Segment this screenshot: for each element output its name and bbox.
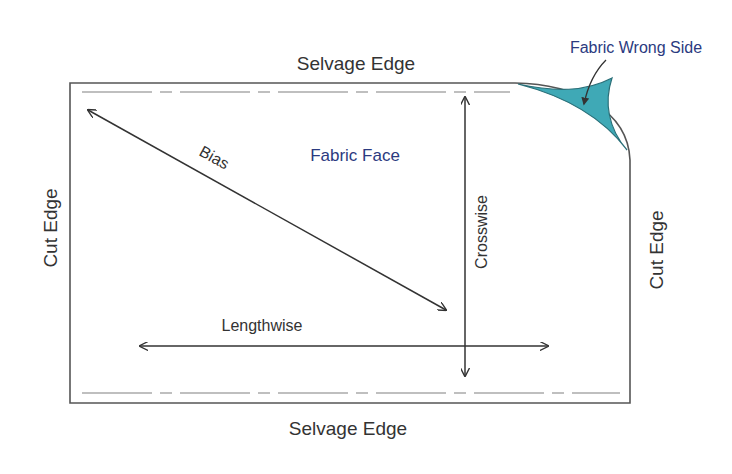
edge-label: Selvage Edge	[289, 419, 407, 438]
side-label: Fabric Wrong Side	[570, 40, 702, 56]
selvage-line	[82, 392, 620, 394]
edge-label: Selvage Edge	[297, 54, 415, 73]
lengthwise-arrow	[140, 345, 548, 347]
wrong-side-flap	[518, 78, 627, 150]
leader-line	[584, 60, 606, 104]
edge-label: Cut Edge	[41, 188, 60, 267]
edge-label: Cut Edge	[647, 210, 666, 289]
selvage-line	[82, 91, 510, 93]
crosswise-arrow	[464, 97, 466, 376]
grain-label: Crosswise	[474, 195, 490, 269]
fabric-outline	[70, 83, 630, 403]
bias-arrow	[88, 110, 446, 310]
face-label: Fabric Face	[310, 147, 400, 164]
grain-label: Lengthwise	[222, 318, 303, 334]
